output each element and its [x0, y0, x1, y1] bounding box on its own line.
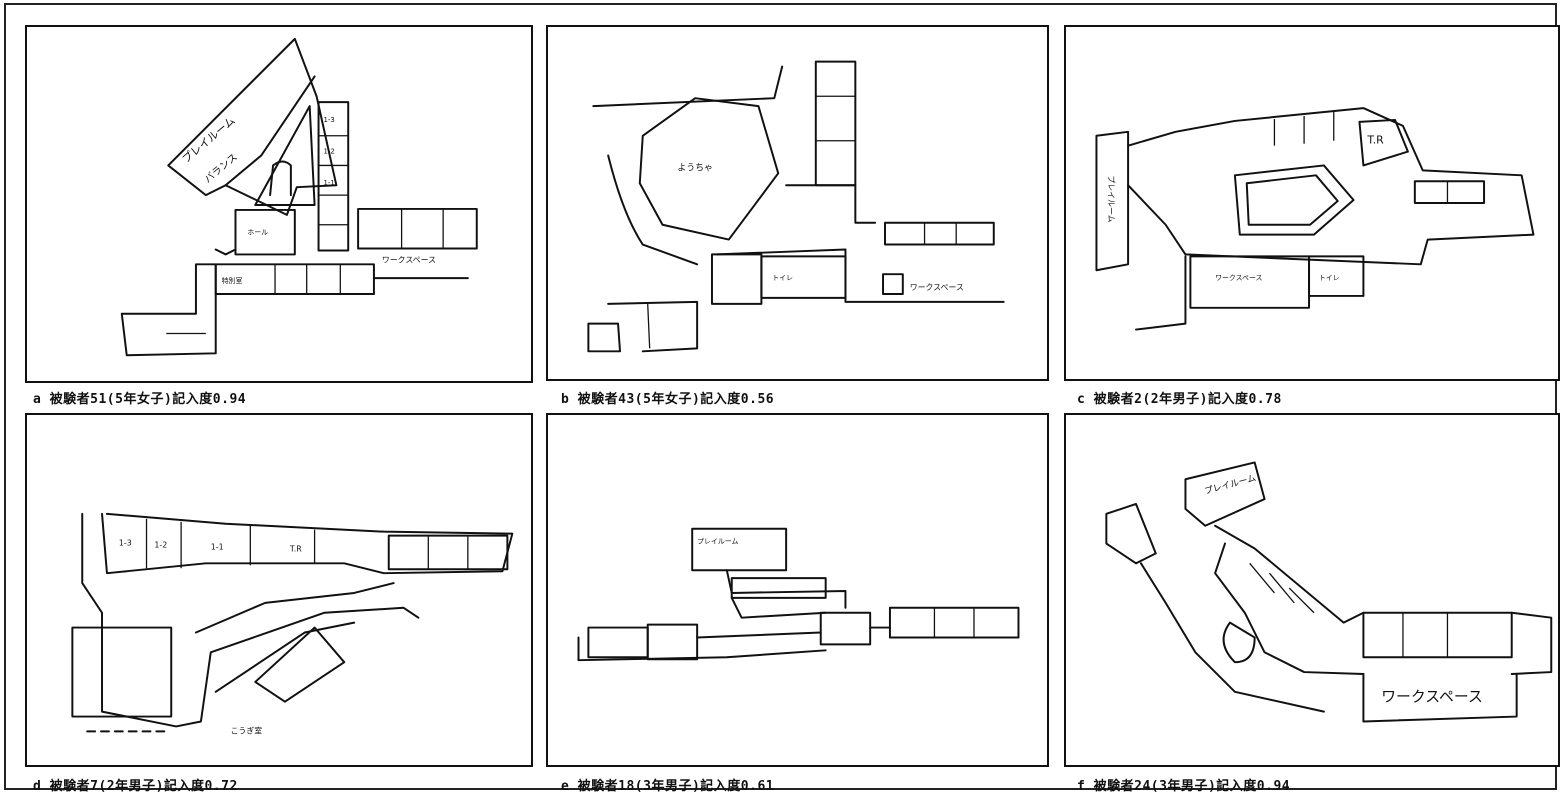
sketch-label-yochaen: ようちゃ — [677, 162, 713, 173]
sketch-map-d: 1-3 1-2 1-1 T.R こうぎ室 — [71, 512, 514, 735]
sketch-map-a: プレイルーム バランス ワークスペース 特別室 ホール 1-1 1-2 1-3 — [120, 37, 478, 357]
sketch-label-room-1-3: 1-3 — [119, 539, 132, 548]
sketch-label-tr: T.R — [289, 544, 302, 553]
sketch-map-c: プレイルーム T.R トイレ ワークスペース — [1095, 107, 1535, 331]
caption-a: a 被験者51(5年女子)記入度0.94 — [33, 392, 247, 407]
sketch-label-lecture-room: こうぎ室 — [231, 725, 263, 735]
figure-sheet: プレイルーム バランス ワークスペース 特別室 ホール 1-1 1-2 1-3 … — [4, 3, 1560, 794]
sketch-map-b: ようちゃ ワークスペース トイレ — [587, 60, 1005, 353]
sketch-label-room-1-2: 1-2 — [154, 540, 167, 549]
sketch-panel-a: プレイルーム バランス ワークスペース 特別室 ホール 1-1 1-2 1-3 — [25, 25, 533, 383]
sketch-label-workspace: ワークスペース — [910, 283, 964, 292]
caption-d: d 被験者7(2年男子)記入度0.72 — [33, 779, 238, 794]
sketch-label-balance: バランス — [202, 151, 240, 185]
sketch-label-workspace: ワークスペース — [1215, 274, 1262, 282]
sketch-label-playroom: プレイルーム — [1106, 175, 1115, 222]
sketch-map-f: プレイルーム ワークスペース — [1105, 461, 1553, 723]
sketch-panel-b: ようちゃ ワークスペース トイレ — [546, 25, 1049, 381]
sketch-label-room-1-1: 1-1 — [211, 542, 224, 551]
sketch-label-special-room: 特別室 — [222, 276, 243, 285]
sketch-label-toilet: トイレ — [1319, 274, 1340, 282]
caption-c: c 被験者2(2年男子)記入度0.78 — [1077, 392, 1282, 407]
sketch-panel-e: プレイルーム — [546, 413, 1049, 767]
sketch-label-workspace: ワークスペース — [1381, 689, 1483, 706]
sketch-panel-c: プレイルーム T.R トイレ ワークスペース — [1064, 25, 1560, 381]
sketch-label-toilet: トイレ — [772, 274, 793, 282]
sketch-label-room-1-1: 1-1 — [323, 179, 334, 187]
sketch-label-playroom: プレイルーム — [1203, 473, 1257, 497]
sketch-panel-d: 1-3 1-2 1-1 T.R こうぎ室 — [25, 413, 533, 767]
sketch-label-playroom: プレイルーム — [697, 538, 738, 546]
sketch-map-e: プレイルーム — [577, 527, 1020, 662]
sketch-label-room-1-2: 1-2 — [323, 148, 334, 156]
sketch-label-hall: ホール — [247, 229, 268, 237]
caption-b: b 被験者43(5年女子)記入度0.56 — [561, 392, 775, 407]
caption-f: f 被験者24(3年男子)記入度0.94 — [1077, 779, 1291, 794]
sketch-label-workspace: ワークスペース — [382, 255, 436, 264]
sketch-label-room-1-3: 1-3 — [323, 116, 334, 124]
caption-e: e 被験者18(3年男子)記入度0.61 — [561, 779, 775, 794]
sketch-panel-f: プレイルーム ワークスペース — [1064, 413, 1560, 767]
sketch-label-tr: T.R — [1366, 134, 1384, 147]
